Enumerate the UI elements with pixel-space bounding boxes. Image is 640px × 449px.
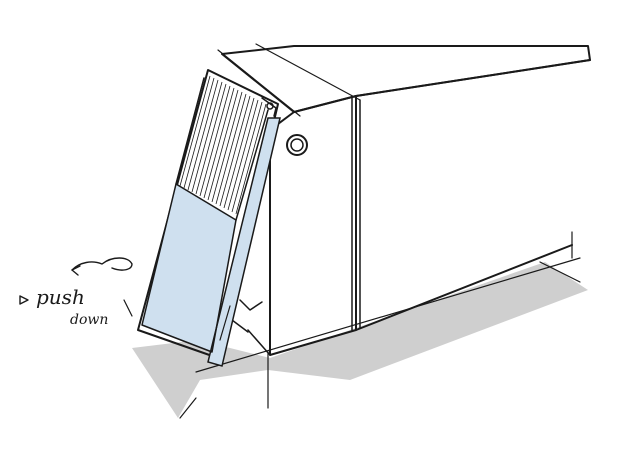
annotation-line2: down: [70, 312, 108, 328]
triangle-marker-icon: [19, 295, 29, 305]
floor-shadow: [132, 262, 588, 418]
round-knob-icon: [286, 134, 308, 156]
curved-arrow-icon: [71, 257, 133, 271]
annotation-line1: push: [36, 285, 85, 309]
filter-slats: [179, 75, 267, 215]
push-down-annotation: push down: [19, 257, 133, 328]
filter-panel: [137, 69, 281, 367]
device-housing: [179, 43, 591, 419]
